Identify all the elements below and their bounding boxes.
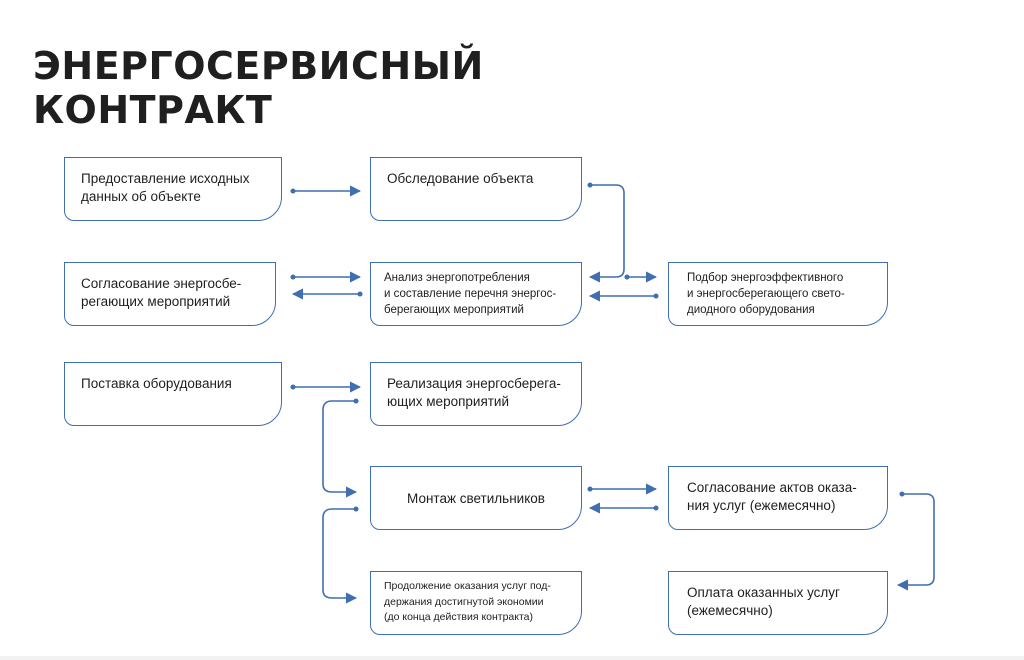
node-continuation-label: Продолжение оказания услуг под- держания… — [384, 580, 551, 623]
node-service-acts: Согласование актов оказа- ния услуг (еже… — [668, 466, 888, 530]
title-line-1: ЭНЕРГОСЕРВИСНЫЙ — [33, 44, 484, 88]
node-equipment-supply: Поставка оборудования — [64, 362, 282, 426]
arrow-acts-to-payment — [896, 491, 935, 591]
node-equipment-supply-label: Поставка оборудования — [81, 376, 232, 391]
node-implementation: Реализация энергосберега- ющих мероприят… — [370, 362, 582, 426]
node-implementation-label: Реализация энергосберега- ющих мероприят… — [387, 376, 561, 409]
node-analysis: Анализ энергопотребления и составление п… — [370, 262, 582, 326]
arrow-installation-to-continuation — [322, 506, 359, 604]
node-continuation: Продолжение оказания услуг под- держания… — [370, 571, 582, 635]
arrow-implementation-to-installation — [322, 398, 359, 498]
node-approval-measures: Согласование энергосбе- регающих меропри… — [64, 262, 276, 326]
node-approval-measures-label: Согласование энергосбе- регающих меропри… — [81, 276, 242, 309]
node-payment: Оплата оказанных услуг (ежемесячно) — [668, 571, 888, 635]
page-title: ЭНЕРГОСЕРВИСНЫЙ КОНТРАКТ — [33, 44, 484, 132]
node-installation-label: Монтаж светильников — [407, 490, 545, 506]
title-line-2: КОНТРАКТ — [33, 88, 273, 132]
node-led-selection: Подбор энергоэффективного и энергосберег… — [668, 262, 888, 326]
node-inspection: Обследование объекта — [370, 157, 582, 221]
node-service-acts-label: Согласование актов оказа- ния услуг (еже… — [687, 480, 857, 513]
node-analysis-label: Анализ энергопотребления и составление п… — [384, 272, 557, 316]
node-initial-data-label: Предоставление исходных данных об объект… — [81, 171, 250, 204]
arrow-inspection-to-analysis — [587, 182, 625, 283]
node-led-selection-label: Подбор энергоэффективного и энергосберег… — [687, 272, 845, 316]
node-installation: Монтаж светильников — [370, 466, 582, 530]
node-initial-data: Предоставление исходных данных об объект… — [64, 157, 282, 221]
node-inspection-label: Обследование объекта — [387, 171, 534, 186]
bottom-band — [0, 656, 1024, 660]
node-payment-label: Оплата оказанных услуг (ежемесячно) — [687, 585, 840, 618]
